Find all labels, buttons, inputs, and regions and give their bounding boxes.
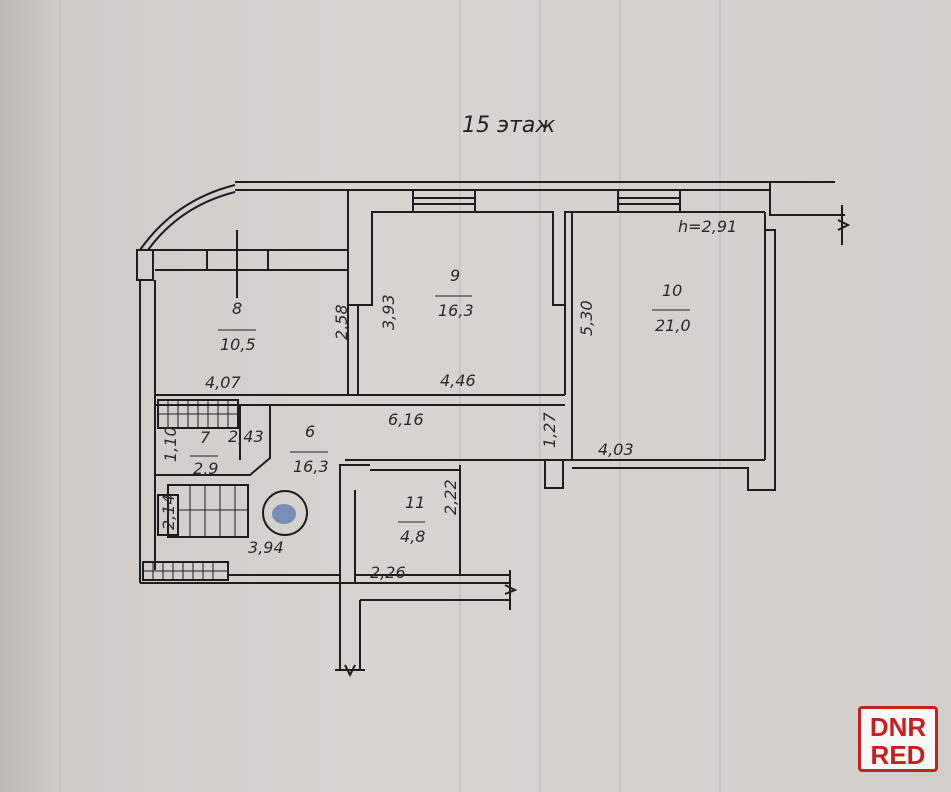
room-area: 2,9 (193, 459, 218, 478)
room-labels: 8 10,5 9 16,3 10 21,0 7 2,9 6 16,3 11 4,… (190, 266, 691, 546)
ceiling-height: h=2,91 (678, 217, 737, 236)
dimension: 2,26 (370, 563, 406, 582)
watermark-line1: DNR (869, 712, 927, 742)
dimension: 5,30 (577, 300, 596, 336)
room-area: 21,0 (655, 316, 691, 335)
dimension: 2,58 (332, 304, 351, 340)
dimension: 6,16 (388, 410, 424, 429)
room-number: 7 (200, 428, 211, 447)
dimension: 2,14 (159, 494, 178, 530)
watermark-logo: DNR RED (858, 706, 938, 772)
dimension: 1,27 (540, 412, 559, 448)
walls (136, 181, 851, 678)
floor-title: 15 этаж (462, 113, 555, 138)
blue-mark (272, 504, 296, 524)
dimension: 3,93 (379, 294, 398, 330)
dimension: 4,07 (205, 373, 241, 392)
dimension: 4,03 (598, 440, 634, 459)
dimension: 3,94 (248, 538, 284, 557)
dimension: 1,10 (161, 426, 180, 462)
dimension-labels: 4,07 4,46 6,16 4,03 2,43 3,94 2,26 2,58 … (159, 294, 634, 582)
room-area: 4,8 (400, 527, 425, 546)
room-number: 8 (232, 299, 242, 318)
room-number: 11 (405, 493, 425, 512)
watermark-line2: RED (870, 740, 926, 770)
room-number: 9 (450, 266, 460, 285)
dimension: 2,43 (228, 427, 264, 446)
room-number: 10 (662, 281, 682, 300)
dimension: 4,46 (440, 371, 476, 390)
room-number: 6 (305, 422, 315, 441)
room-area: 16,3 (438, 301, 474, 320)
room-area: 16,3 (293, 457, 329, 476)
room-area: 10,5 (220, 335, 256, 354)
dimension: 2,22 (441, 479, 460, 515)
